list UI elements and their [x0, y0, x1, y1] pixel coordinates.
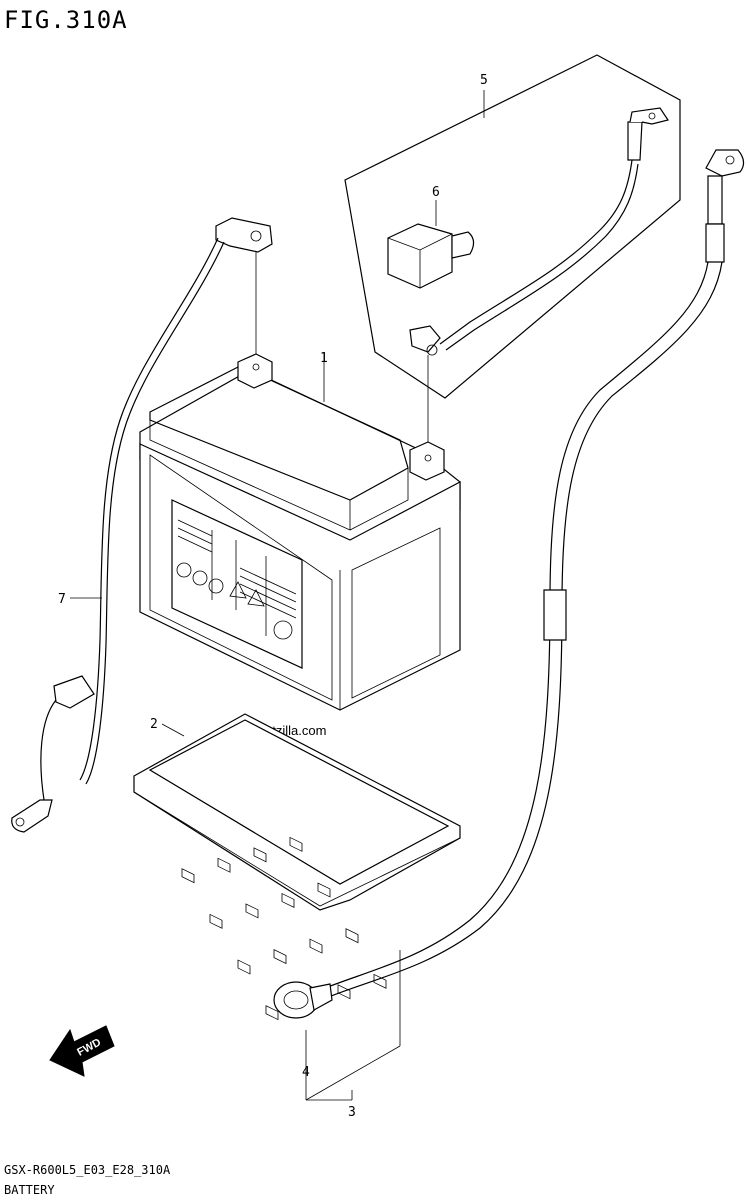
long-battery-cable-part-3[interactable] [273, 149, 745, 1101]
callout-2: 2 [150, 717, 158, 732]
figure-name: BATTERY [4, 1183, 55, 1197]
callout-6: 6 [432, 185, 440, 200]
callout-1: 1 [320, 351, 328, 366]
battery-tray-part-2[interactable] [133, 713, 461, 1021]
callout-5: 5 [480, 73, 488, 88]
callout-7: 7 [58, 592, 66, 607]
figure-code: GSX-R600L5_E03_E28_310A [4, 1163, 171, 1177]
forward-direction-arrow: FWD [49, 1025, 115, 1077]
battery-part-1[interactable] [139, 352, 461, 711]
callout-4: 4 [302, 1065, 310, 1080]
callout-3: 3 [348, 1105, 356, 1120]
wire-harness-part-7[interactable] [11, 217, 273, 833]
short-battery-cable[interactable] [409, 107, 669, 356]
figure-title: FIG.310A [4, 6, 128, 34]
terminal-cover-part-6[interactable] [387, 200, 475, 289]
parts-group-5-panel [344, 54, 681, 399]
